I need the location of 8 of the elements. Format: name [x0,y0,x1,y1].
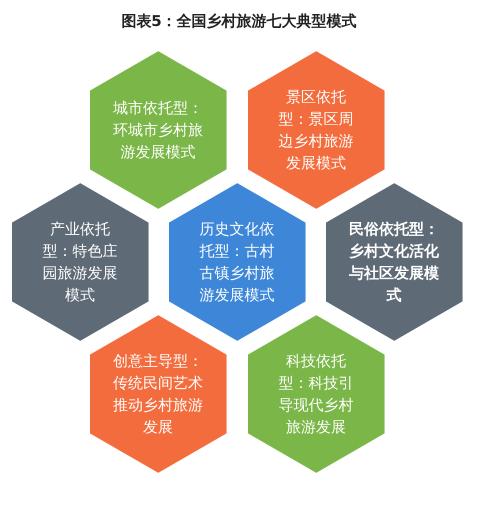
hexagon-label: 城市依托型：环城市乡村旅游发展模式 [112,98,204,163]
hexagon-label: 产业依托型：特色庄园旅游发展模式 [41,219,118,306]
title: 图表5：全国乡村旅游七大典型模式 [120,12,358,31]
hexagon-label: 历史文化依托型：古村古镇乡村旅游发展模式 [198,219,276,306]
hexagon-label: 景区依托型：景区周边乡村旅游发展模式 [277,87,354,174]
hexagon-label: 科技依托型：科技引导现代乡村旅游发展 [277,351,354,438]
hexagon-label: 民俗依托型：乡村文化活化与社区发展模式 [348,219,440,306]
hexagon-label: 创意主导型：传统民间艺术推动乡村旅游发展 [112,351,204,438]
